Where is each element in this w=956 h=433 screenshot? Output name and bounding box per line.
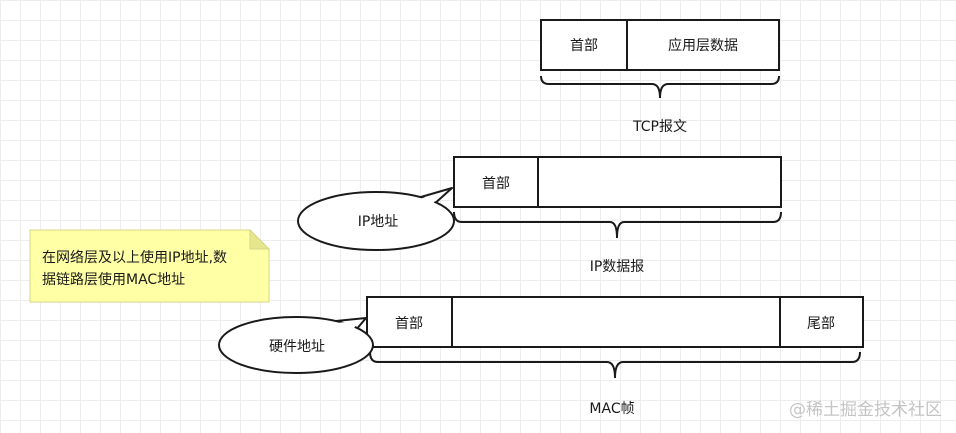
mac-callout-bubble	[218, 316, 374, 374]
ip-address-callout: IP地址	[297, 187, 455, 251]
ip-callout-bubble	[297, 191, 455, 251]
ip-brace	[453, 211, 782, 239]
tcp-header-box	[540, 19, 628, 71]
ip-header-label: 首部	[482, 176, 510, 192]
note-fold	[249, 228, 271, 250]
mac-brace	[369, 351, 861, 379]
mac-caption: MAC帧	[589, 401, 634, 417]
ip-callout-label: IP地址	[358, 214, 399, 230]
mac-header-label: 首部	[395, 316, 423, 332]
mac-frame: 首部 尾部 MAC帧	[366, 296, 864, 417]
mac-callout-label: 硬件地址	[269, 339, 325, 355]
mac-data-box	[451, 296, 781, 348]
sticky-note: 在网络层及以上使用IP地址,数 据链路层使用MAC地址	[29, 228, 271, 303]
tcp-brace	[540, 75, 780, 99]
watermark: @稀土掘金技术社区	[789, 400, 942, 420]
tcp-data-label: 应用层数据	[668, 37, 738, 54]
ip-datagram: 首部 IP数据报	[453, 156, 782, 275]
note-body	[29, 229, 270, 303]
ip-caption: IP数据报	[590, 259, 645, 275]
mac-trailer-label: 尾部	[807, 316, 835, 332]
note-line-2: 据链路层使用MAC地址	[42, 271, 185, 288]
note-line-1: 在网络层及以上使用IP地址,数	[42, 249, 227, 266]
hardware-address-callout: 硬件地址	[218, 316, 374, 374]
tcp-header-label: 首部	[570, 38, 598, 54]
tcp-caption: TCP报文	[632, 119, 687, 135]
ip-data-box	[537, 156, 782, 208]
tcp-data-box	[626, 19, 780, 71]
ip-header-box	[453, 156, 539, 208]
mac-trailer-box	[779, 296, 864, 348]
tcp-segment: 首部 应用层数据 TCP报文	[540, 19, 780, 135]
